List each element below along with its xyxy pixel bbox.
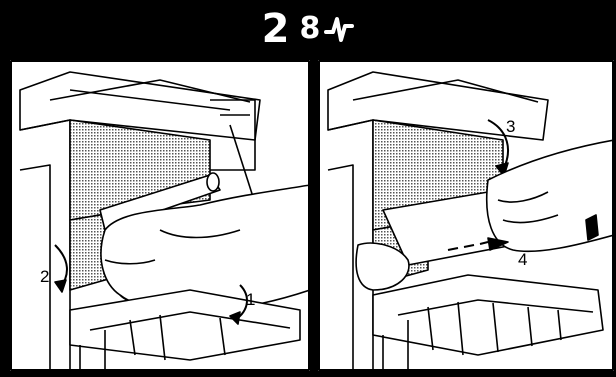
paper-jam-icon: [324, 14, 354, 44]
step-1-label: 1: [246, 290, 255, 309]
step-3-label: 3: [506, 117, 515, 136]
step-2-label: 2: [40, 267, 49, 286]
step-4-label: 4: [518, 250, 527, 269]
jam-code-number: 2: [262, 9, 290, 49]
jam-code-location: 8: [299, 14, 320, 44]
header: 2 8: [0, 0, 616, 58]
right-illustration: 3 4: [318, 60, 614, 371]
left-illustration: 1 2: [10, 60, 310, 371]
left-illustration-panel: 1 2: [10, 60, 310, 371]
right-illustration-panel: 3 4: [318, 60, 614, 371]
